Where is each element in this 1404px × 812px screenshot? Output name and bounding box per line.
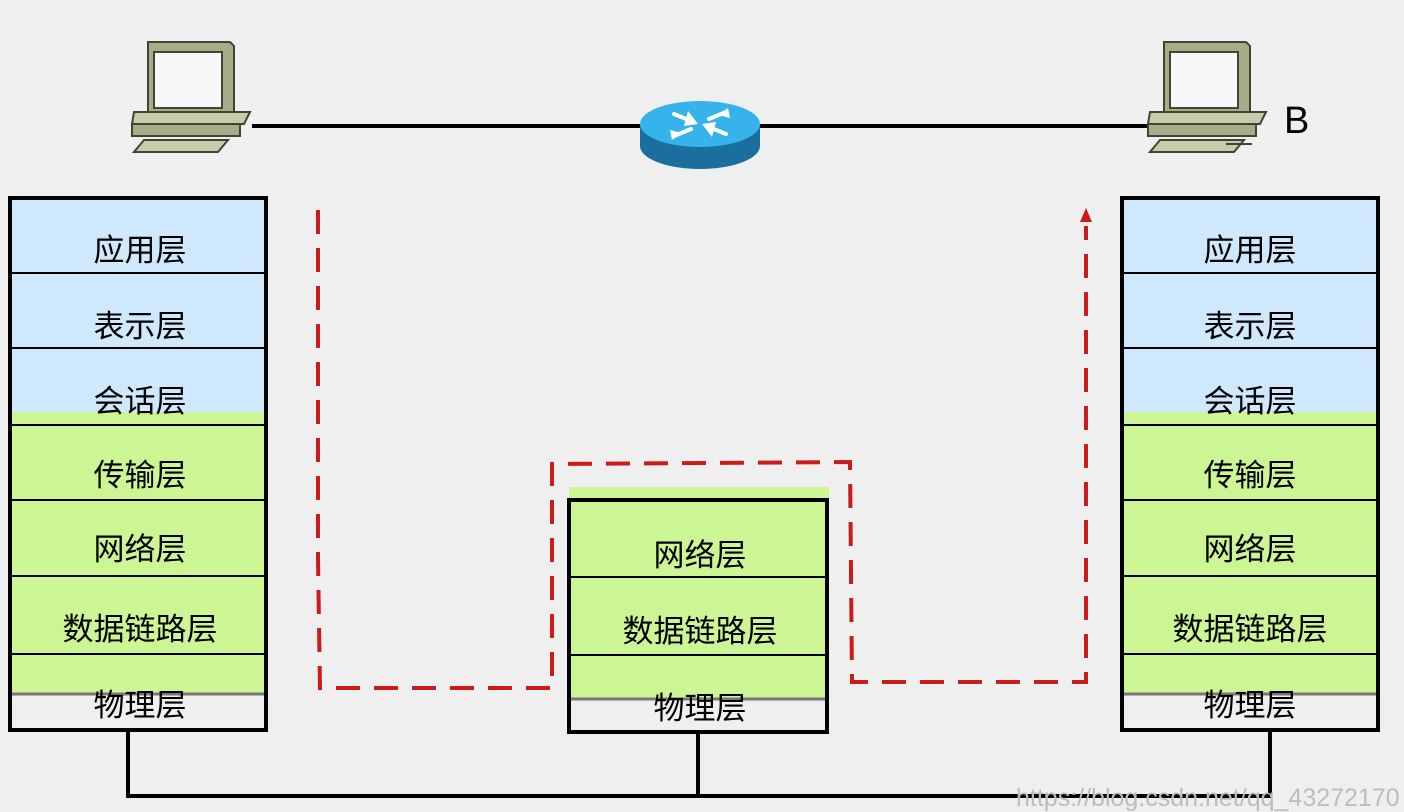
computer-icon (1146, 41, 1268, 153)
layer-cell (10, 500, 266, 576)
layer-label: 会话层 (94, 384, 187, 420)
layer-label: 应用层 (1204, 233, 1297, 269)
layer-cell (10, 425, 266, 500)
router-stack: 网络层 数据链路层 物理层 (567, 487, 829, 734)
layer-cell (10, 576, 266, 654)
layer-cell (1122, 273, 1378, 348)
router-icon (640, 101, 760, 169)
layer-label: 数据链路层 (623, 614, 778, 650)
host-b-label: B (1284, 100, 1309, 142)
watermark-text: https://blog.csdn.net/qq_43272170 (1016, 784, 1400, 812)
layer-cell (569, 577, 827, 655)
data-path-line (316, 210, 1088, 690)
layer-label: 网络层 (94, 532, 187, 568)
left-stack: 应用层 表示层 会话层 传输层 网络层 数据链路层 物理层 (8, 196, 268, 732)
layer-label: 物理层 (654, 691, 747, 727)
data-path-arrowhead (1080, 208, 1092, 222)
layer-label: 网络层 (1204, 532, 1297, 568)
layer-label: 应用层 (94, 233, 187, 269)
layer-label: 表示层 (94, 309, 187, 345)
layer-label: 物理层 (1204, 688, 1297, 724)
layer-cell (1122, 576, 1378, 654)
layer-cell (10, 654, 266, 694)
layer-cell (1122, 198, 1378, 273)
layer-cell (569, 655, 827, 699)
layer-cell (1122, 500, 1378, 576)
layer-label: 网络层 (654, 538, 747, 574)
layer-label: 物理层 (94, 688, 187, 724)
layer-cell (10, 348, 266, 412)
layer-cell (10, 273, 266, 348)
layer-cell (10, 412, 266, 425)
layer-label: 传输层 (1204, 458, 1297, 494)
layer-label: 数据链路层 (63, 612, 218, 648)
layer-cell (1122, 654, 1378, 694)
layer-cell (1122, 425, 1378, 500)
layer-label: 传输层 (94, 458, 187, 494)
layer-cell (569, 500, 827, 577)
layer-label: 数据链路层 (1173, 612, 1328, 648)
layer-cell (1122, 412, 1378, 425)
right-stack: 应用层 表示层 会话层 传输层 网络层 数据链路层 物理层 (1120, 196, 1380, 732)
layer-cell (1122, 348, 1378, 412)
layer-label: 表示层 (1204, 309, 1297, 345)
computer-icon (130, 41, 252, 153)
layer-label: 会话层 (1204, 384, 1297, 420)
layer-cell (10, 198, 266, 273)
